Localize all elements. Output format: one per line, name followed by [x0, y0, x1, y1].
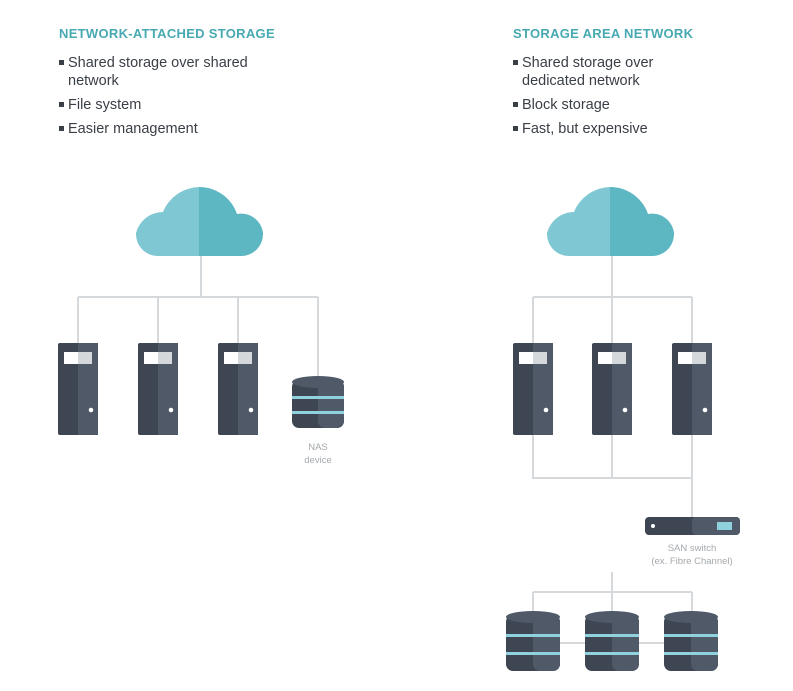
server-icon	[672, 343, 712, 435]
nas-bullets: Shared storage over shared network File …	[59, 54, 299, 144]
nas-panel: NETWORK-ATTACHED STORAGE Shared storage …	[0, 0, 396, 691]
server-icon	[592, 343, 632, 435]
server-icon	[138, 343, 178, 435]
nas-bullet: Shared storage over shared network	[59, 54, 299, 90]
database-icon	[664, 611, 718, 671]
nas-device-caption-line1: NAS	[308, 442, 328, 453]
database-icon	[292, 376, 344, 428]
database-icon	[506, 611, 560, 671]
san-panel: STORAGE AREA NETWORK Shared storage over…	[396, 0, 793, 691]
san-bullet: Fast, but expensive	[513, 120, 693, 138]
cloud-icon	[546, 186, 675, 257]
nas-device-caption-line2: device	[304, 455, 331, 466]
san-switch-caption-line2: (ex. Fibre Channel)	[651, 556, 732, 567]
nas-title: NETWORK-ATTACHED STORAGE	[59, 26, 275, 41]
san-bullet: Block storage	[513, 96, 693, 114]
server-icon	[513, 343, 553, 435]
database-icon	[585, 611, 639, 671]
nas-connectors	[77, 255, 319, 376]
san-title: STORAGE AREA NETWORK	[513, 26, 694, 41]
nas-bullet: File system	[59, 96, 299, 114]
server-icon	[58, 343, 98, 435]
nas-diagram: NAS device	[58, 186, 344, 466]
san-bullets: Shared storage over dedicated network Bl…	[513, 54, 693, 144]
san-diagram: SAN switch (ex. Fibre Channel)	[506, 186, 740, 671]
san-connectors	[532, 255, 693, 644]
san-bullet: Shared storage over dedicated network	[513, 54, 693, 90]
cloud-icon	[135, 186, 264, 257]
nas-bullet: Easier management	[59, 120, 299, 138]
san-switch-caption-line1: SAN switch	[668, 543, 717, 554]
switch-icon	[645, 517, 740, 535]
server-icon	[218, 343, 258, 435]
